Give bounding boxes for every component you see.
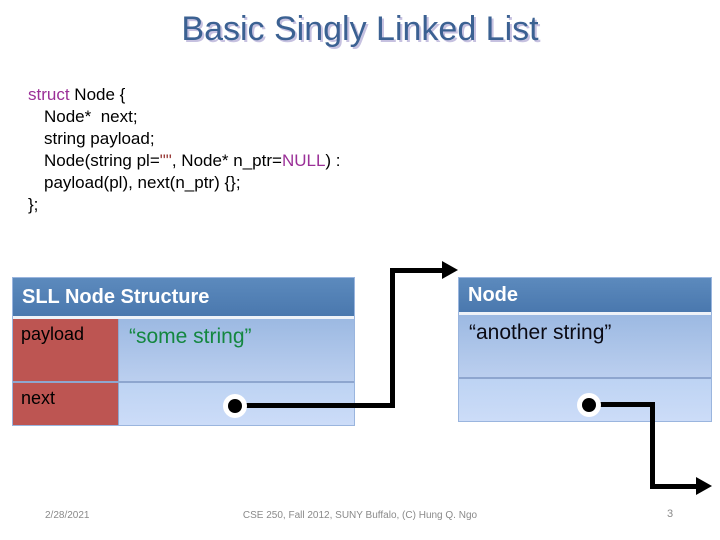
payload-value: “another string” (469, 321, 612, 344)
connector2-vertical-line (650, 402, 655, 489)
code-line: Node* next; (44, 107, 138, 126)
node-table: Node “another string” (458, 277, 712, 422)
arrow-icon (696, 477, 712, 495)
connector2-horizontal-line (589, 402, 655, 407)
payload-value-cell: “another string” (459, 315, 711, 377)
next-label-cell: next (13, 383, 119, 425)
table-row: “another string” (459, 315, 711, 379)
footer-credit: CSE 250, Fall 2012, SUNY Buffalo, (C) Hu… (242, 510, 478, 521)
connector1-top-line (393, 268, 443, 273)
code-snippet: struct Node { Node* next; string payload; N… (28, 84, 341, 216)
payload-label-cell: payload (13, 319, 119, 381)
code-line: Node(string pl="", Node* n_ptr=NULL) : (44, 151, 341, 170)
connector2-bottom-line (650, 484, 697, 489)
table-header: Node (459, 278, 711, 315)
code-line: string payload; (44, 129, 155, 148)
pointer-dot-icon (577, 393, 601, 417)
payload-value-cell: “some string” (119, 319, 354, 381)
table-header: SLL Node Structure (13, 278, 354, 319)
table-row: payload “some string” (13, 319, 354, 383)
connector1-vertical-line (390, 268, 395, 408)
payload-value: “some string” (129, 325, 252, 348)
sll-node-structure-table: SLL Node Structure payload “some string”… (12, 277, 355, 426)
pointer-dot-icon (223, 394, 247, 418)
page-number: 3 (666, 508, 674, 520)
connector1-horizontal-line (235, 403, 395, 408)
footer-date: 2/28/2021 (45, 510, 90, 521)
code-line: struct Node { (28, 85, 126, 104)
code-line: }; (28, 195, 39, 214)
slide-title: Basic Singly Linked List (181, 10, 539, 48)
code-line: payload(pl), next(n_ptr) {}; (44, 173, 241, 192)
arrow-icon (442, 261, 458, 279)
